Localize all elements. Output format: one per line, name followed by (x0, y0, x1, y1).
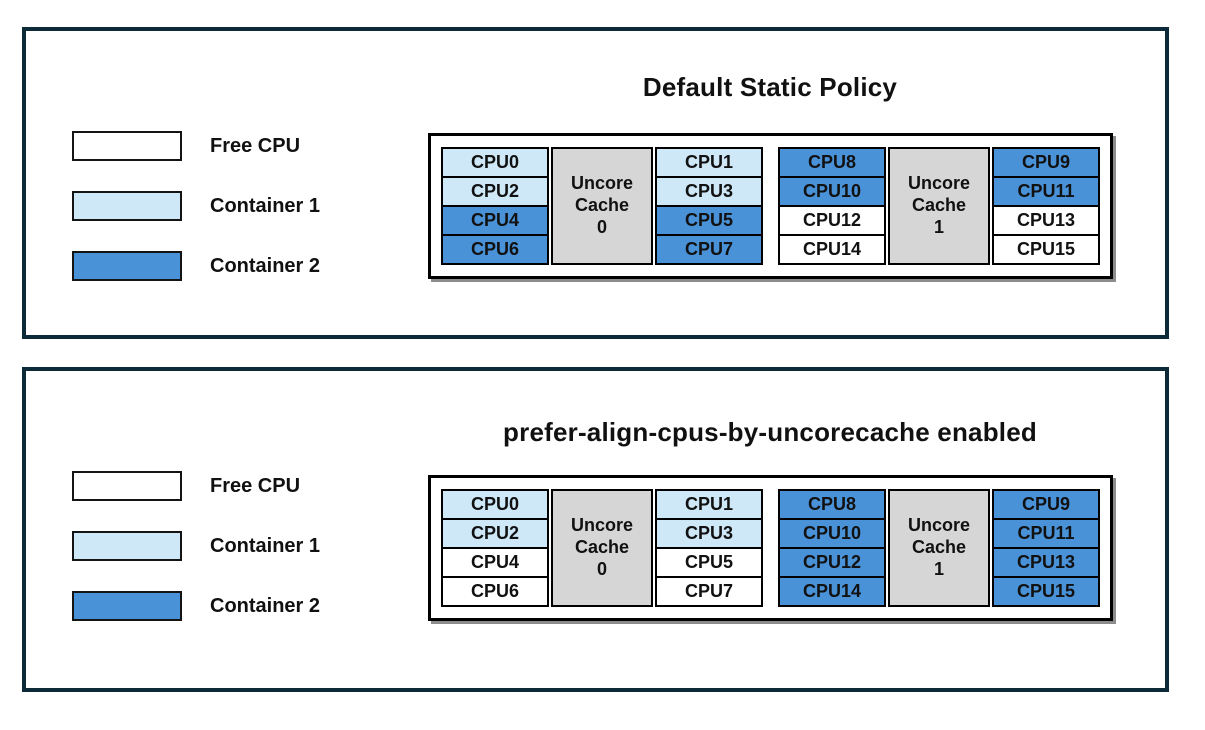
legend-label: Container 2 (210, 254, 321, 277)
cpu-cell-cpu7: CPU7 (655, 234, 763, 265)
panel-title: prefer-align-cpus-by-uncorecache enabled (503, 417, 1037, 447)
cpu-cell-cpu11: CPU11 (992, 518, 1100, 549)
cpu-cell-cpu9: CPU9 (992, 489, 1100, 520)
legend-item-free: Free CPU (72, 471, 320, 501)
legend-item-container1: Container 1 (72, 191, 320, 221)
cpu-cell-cpu11: CPU11 (992, 176, 1100, 207)
legend-item-free: Free CPU (72, 131, 320, 161)
cpu-cell-cpu6: CPU6 (441, 234, 549, 265)
cpu-cell-cpu15: CPU15 (992, 234, 1100, 265)
cpu-cell-cpu10: CPU10 (778, 176, 886, 207)
cpu-cell-cpu2: CPU2 (441, 518, 549, 549)
legend-label: Container 1 (210, 534, 321, 557)
cpu-cell-cpu1: CPU1 (655, 147, 763, 178)
cpu-cell-cpu2: CPU2 (441, 176, 549, 207)
cpu-cell-cpu13: CPU13 (992, 547, 1100, 578)
legend: Free CPU Container 1 Container 2 (72, 131, 320, 311)
panel-default-static-policy: Default Static Policy Free CPU Container … (22, 27, 1169, 339)
panel-title: Default Static Policy (642, 72, 898, 102)
panel-prefer-align-uncorecache: prefer-align-cpus-by-uncorecache enabled… (22, 367, 1169, 692)
cpu-cell-cpu1: CPU1 (655, 489, 763, 520)
cpu-cell-cpu7: CPU7 (655, 576, 763, 607)
legend-swatch-container2 (72, 591, 182, 621)
cpu-cell-cpu13: CPU13 (992, 205, 1100, 236)
legend-swatch-free (72, 131, 182, 161)
cpu-cell-cpu4: CPU4 (441, 547, 549, 578)
cpu-cell-cpu12: CPU12 (778, 547, 886, 578)
cpu-cell-cpu14: CPU14 (778, 576, 886, 607)
cpu-cell-cpu12: CPU12 (778, 205, 886, 236)
cpu-cell-cpu8: CPU8 (778, 489, 886, 520)
cpu-cell-cpu3: CPU3 (655, 518, 763, 549)
legend-swatch-container1 (72, 191, 182, 221)
legend-item-container2: Container 2 (72, 251, 320, 281)
cpu-cell-cpu5: CPU5 (655, 205, 763, 236)
legend-item-container1: Container 1 (72, 531, 320, 561)
legend-swatch-container1 (72, 531, 182, 561)
cpu-cell-cpu10: CPU10 (778, 518, 886, 549)
legend-label: Container 2 (210, 594, 321, 617)
cpu-cell-cpu4: CPU4 (441, 205, 549, 236)
cpu-cell-cpu14: CPU14 (778, 234, 886, 265)
cpu-cell-cpu5: CPU5 (655, 547, 763, 578)
legend-label: Container 1 (210, 194, 321, 217)
cpu-cell-cpu6: CPU6 (441, 576, 549, 607)
cpu-cell-cpu0: CPU0 (441, 147, 549, 178)
legend-label: Free CPU (210, 474, 301, 497)
legend-item-container2: Container 2 (72, 591, 320, 621)
cpu-cell-cpu3: CPU3 (655, 176, 763, 207)
cpu-cell-cpu15: CPU15 (992, 576, 1100, 607)
legend: Free CPU Container 1 Container 2 (72, 471, 320, 651)
legend-swatch-free (72, 471, 182, 501)
legend-label: Free CPU (210, 134, 301, 157)
cpu-cell-cpu0: CPU0 (441, 489, 549, 520)
legend-swatch-container2 (72, 251, 182, 281)
cpu-cell-cpu8: CPU8 (778, 147, 886, 178)
cpu-cell-cpu9: CPU9 (992, 147, 1100, 178)
